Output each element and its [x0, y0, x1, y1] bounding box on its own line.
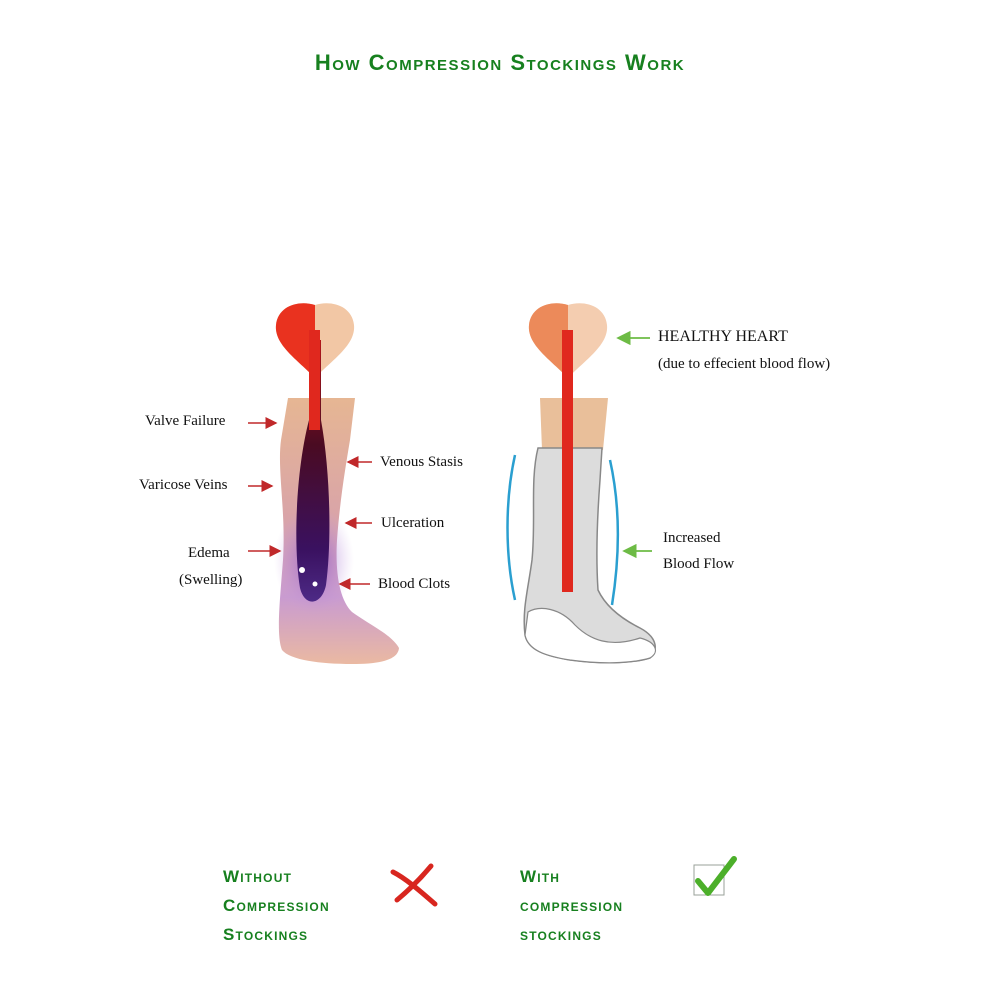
- right-heart-half: [528, 303, 568, 378]
- left-leg-figure: [274, 303, 399, 664]
- label-healthy-heart-note: (due to effecient blood flow): [658, 356, 831, 372]
- label-healthy-heart: HEALTHY HEART: [658, 328, 788, 345]
- left-vein-upper: [309, 330, 320, 430]
- red-x-icon: [390, 863, 438, 907]
- right-arrows: [616, 330, 652, 559]
- caption-without-line1: Without: [223, 867, 293, 886]
- diagram-title: How Compression Stockings Work: [314, 50, 686, 75]
- label-swelling: (Swelling): [179, 572, 243, 588]
- label-valve-failure: Valve Failure: [145, 413, 226, 429]
- compression-line-right: [608, 459, 620, 606]
- label-edema: Edema: [188, 545, 230, 561]
- compression-line-left: [506, 454, 517, 601]
- left-arrows: [248, 417, 372, 590]
- right-healthy-vein: [562, 330, 573, 592]
- stocking-heel-white: [524, 607, 657, 664]
- caption-without: Without Compression Stockings: [223, 862, 330, 949]
- right-leg-skin: [540, 398, 608, 450]
- caption-with-line1: With: [520, 867, 561, 886]
- label-venous-stasis: Venous Stasis: [380, 454, 463, 470]
- green-check-icon: [693, 856, 737, 896]
- left-heart-half: [275, 303, 315, 378]
- right-leg-figure: [506, 303, 657, 664]
- clot-dot: [299, 567, 305, 573]
- caption-with: With compression stockings: [520, 862, 623, 949]
- caption-with-line3: stockings: [520, 925, 602, 944]
- label-varicose-veins: Varicose Veins: [139, 477, 228, 493]
- caption-without-line3: Stockings: [223, 925, 309, 944]
- label-increased: Increased: [663, 530, 721, 546]
- clot-dot: [312, 581, 318, 587]
- label-blood-clots: Blood Clots: [378, 576, 451, 592]
- caption-without-line2: Compression: [223, 896, 330, 915]
- label-ulceration: Ulceration: [381, 515, 445, 531]
- label-blood-flow: Blood Flow: [663, 556, 735, 572]
- caption-with-line2: compression: [520, 896, 624, 915]
- left-diseased-vein: [296, 340, 330, 602]
